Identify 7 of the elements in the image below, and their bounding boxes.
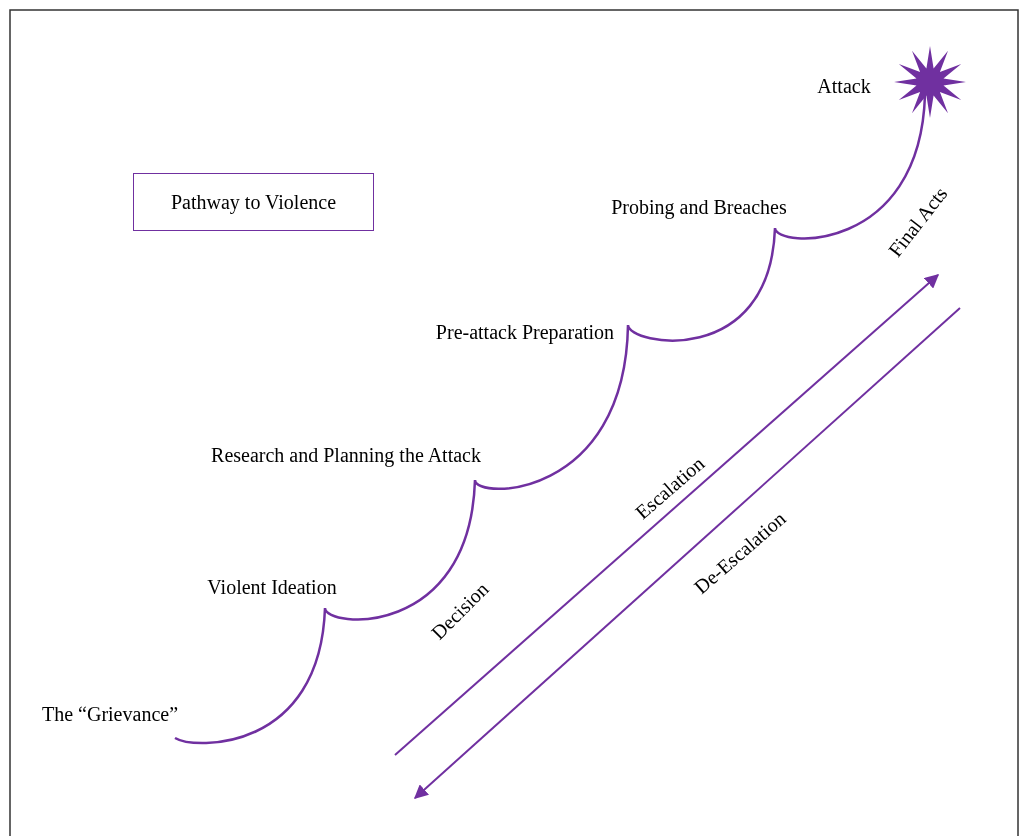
stage-label: The “Grievance”: [42, 702, 178, 726]
stage-label: Violent Ideation: [207, 575, 337, 599]
stage-label: Probing and Breaches: [611, 195, 787, 219]
stage-label: Attack: [817, 74, 871, 98]
stage-label: Research and Planning the Attack: [211, 443, 481, 467]
title-box: Pathway to Violence: [133, 173, 374, 231]
stage-label: Pre-attack Preparation: [435, 320, 615, 344]
